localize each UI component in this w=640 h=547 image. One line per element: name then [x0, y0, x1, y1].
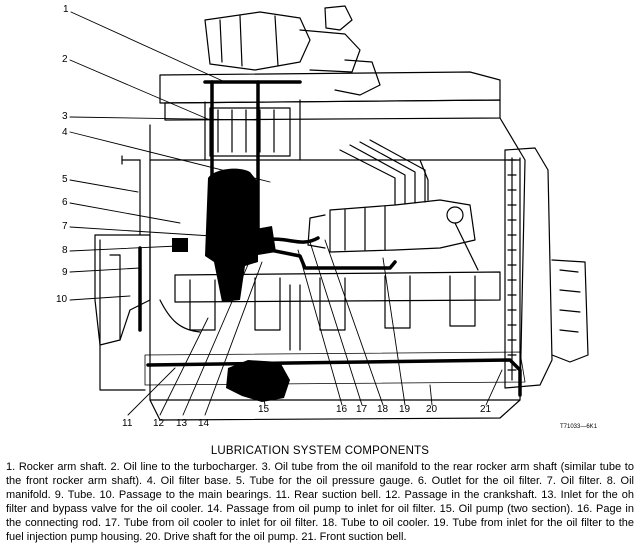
callout-19: 19 — [399, 404, 411, 415]
callout-14: 14 — [198, 418, 210, 429]
caption-title: LUBRICATION SYSTEM COMPONENTS — [210, 445, 430, 457]
callout-8: 8 — [62, 245, 68, 256]
callout-7: 7 — [62, 221, 68, 232]
callout-21: 21 — [480, 404, 492, 415]
callout-5: 5 — [62, 174, 68, 185]
callout-1: 1 — [63, 4, 69, 15]
callout-17: 17 — [356, 404, 368, 415]
oil-manifold — [172, 238, 188, 252]
callout-11: 11 — [122, 418, 133, 429]
engine-block — [94, 117, 526, 401]
callout-9: 9 — [62, 267, 68, 278]
callout-6: 6 — [62, 197, 68, 208]
front-gear-housing — [504, 147, 589, 389]
callout-13: 13 — [176, 418, 188, 429]
callout-3: 3 — [62, 111, 68, 122]
caption-text: 1. Rocker arm shaft. 2. Oil line to the … — [6, 461, 634, 543]
oil-filter — [205, 168, 258, 302]
oil-pan — [144, 351, 526, 421]
callout-4: 4 — [62, 127, 68, 138]
callout-2: 2 — [62, 54, 68, 65]
oil-filter-base — [250, 226, 276, 256]
callout-20: 20 — [426, 404, 438, 415]
callout-labels: 1 2 3 4 5 6 7 8 9 10 11 12 13 14 15 16 1… — [56, 4, 598, 430]
callout-15: 15 — [258, 404, 270, 415]
crankshaft — [159, 271, 501, 351]
engine-lubrication-drawing: 1 2 3 4 5 6 7 8 9 10 11 12 13 14 15 16 1… — [56, 4, 598, 430]
callout-18: 18 — [377, 404, 389, 415]
callout-16: 16 — [336, 404, 348, 415]
part-number: T71033—6K1 — [560, 424, 598, 430]
fuel-injection-pump — [307, 139, 479, 271]
oil-pump — [226, 360, 290, 402]
turbocharger — [204, 5, 381, 96]
callout-10: 10 — [56, 294, 68, 305]
callout-12: 12 — [153, 418, 165, 429]
